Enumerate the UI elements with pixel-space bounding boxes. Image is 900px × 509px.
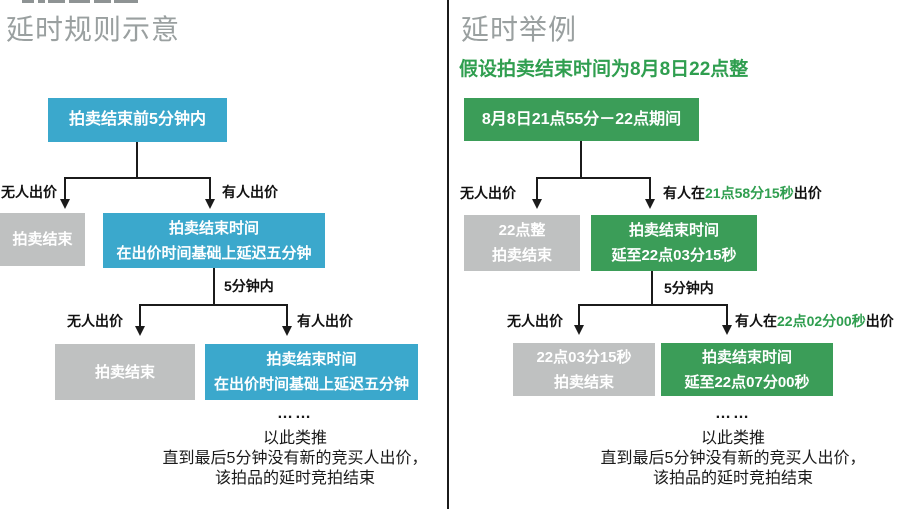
example-branch2-bid-label: 有人在22点02分00秒出价 bbox=[735, 313, 894, 330]
example-branch2-delay-line2: 延至22点07分00秒 bbox=[684, 373, 810, 391]
bid-label-suffix: 出价 bbox=[865, 313, 894, 329]
example-footer-line3: 该拍品的延时竞拍结束 bbox=[652, 470, 813, 487]
example-branch2-delay-box: 拍卖结束时间 延至22点07分00秒 bbox=[661, 343, 833, 396]
rule-branch2-delay-line2: 在出价时间基础上延迟五分钟 bbox=[213, 376, 409, 393]
rule-branch2-end-box-label: 拍卖结束 bbox=[94, 363, 155, 381]
example-branch1-delay-box: 拍卖结束时间 延至22点03分15秒 bbox=[591, 215, 757, 271]
right-panel-title: 延时举例 bbox=[461, 14, 578, 45]
rule-start-box-label: 拍卖结束前5分钟内 bbox=[69, 111, 206, 128]
example-interval-label: 5分钟内 bbox=[664, 280, 714, 296]
example-branch1-end-box: 22点整 拍卖结束 bbox=[464, 215, 580, 271]
example-branch1-end-line1: 22点整 bbox=[498, 222, 546, 239]
example-branch1-no-bid-label: 无人出价 bbox=[460, 185, 516, 201]
rule-branch2-delay-line1: 拍卖结束时间 bbox=[266, 351, 357, 368]
rule-footer-line3: 该拍品的延时竞拍结束 bbox=[214, 470, 375, 487]
example-branch2-end-line2: 拍卖结束 bbox=[553, 373, 614, 391]
example-branch2-end-box: 22点03分15秒 拍卖结束 bbox=[513, 343, 655, 396]
example-footer-line2: 直到最后5分钟没有新的竞买人出价， bbox=[600, 450, 866, 467]
example-footer-line1: 以此类推 bbox=[700, 430, 765, 447]
left-branch1-connector bbox=[60, 142, 215, 209]
example-branch2-delay-line1: 拍卖结束时间 bbox=[701, 348, 792, 366]
example-branch2-no-bid-label: 无人出价 bbox=[507, 313, 563, 329]
rule-branch2-delay-box: 拍卖结束时间 在出价时间基础上延迟五分钟 bbox=[205, 344, 418, 400]
right-branch2-connector bbox=[574, 267, 732, 335]
crop-artifact bbox=[22, 0, 138, 3]
right-branch1-connector bbox=[532, 141, 655, 209]
rule-branch1-end-box: 拍卖结束 bbox=[0, 213, 85, 266]
left-panel-title: 延时规则示意 bbox=[6, 14, 181, 45]
example-branch1-delay-line1: 拍卖结束时间 bbox=[628, 222, 719, 239]
example-footer: …… 以此类推 直到最后5分钟没有新的竞买人出价， 该拍品的延时竞拍结束 bbox=[533, 405, 900, 489]
rule-branch1-delay-line2: 在出价时间基础上延迟五分钟 bbox=[116, 244, 312, 262]
example-branch1-bid-label: 有人在21点58分15秒出价 bbox=[663, 185, 822, 202]
example-branch1-end-line2: 拍卖结束 bbox=[491, 247, 552, 264]
bid-time-highlight: 21点58分15秒 bbox=[705, 185, 794, 201]
example-branch2-end-line1: 22点03分15秒 bbox=[536, 348, 632, 366]
bid-label-suffix: 出价 bbox=[793, 185, 822, 201]
rule-branch1-bid-label: 有人出价 bbox=[222, 184, 278, 200]
bid-time-highlight: 22点02分00秒 bbox=[777, 313, 866, 329]
rule-footer: …… 以此类推 直到最后5分钟没有新的竞买人出价， 该拍品的延时竞拍结束 bbox=[95, 405, 495, 489]
example-start-box: 8月8日21点55分－22点期间 bbox=[464, 98, 699, 141]
example-start-box-label: 8月8日21点55分－22点期间 bbox=[481, 110, 682, 128]
example-subtitle: 假设拍卖结束时间为8月8日22点整 bbox=[459, 59, 749, 80]
rule-branch2-bid-label: 有人出价 bbox=[297, 313, 353, 329]
bid-label-prefix: 有人在 bbox=[663, 185, 705, 201]
bid-label-prefix: 有人在 bbox=[735, 313, 777, 329]
rule-branch2-no-bid-label: 无人出价 bbox=[67, 313, 123, 329]
example-footer-dots: …… bbox=[715, 405, 751, 422]
rule-footer-dots: …… bbox=[277, 405, 313, 422]
example-branch1-delay-line2: 延至22点03分15秒 bbox=[611, 247, 737, 264]
rule-branch2-end-box: 拍卖结束 bbox=[55, 344, 195, 400]
rule-start-box: 拍卖结束前5分钟内 bbox=[48, 98, 227, 142]
rule-branch1-delay-box: 拍卖结束时间 在出价时间基础上延迟五分钟 bbox=[103, 213, 325, 268]
rule-branch1-no-bid-label: 无人出价 bbox=[1, 184, 57, 200]
rule-footer-line1: 以此类推 bbox=[262, 430, 327, 447]
rule-branch1-delay-line1: 拍卖结束时间 bbox=[168, 219, 259, 237]
rule-footer-line2: 直到最后5分钟没有新的竞买人出价， bbox=[162, 450, 428, 467]
rule-branch1-end-box-label: 拍卖结束 bbox=[12, 231, 73, 248]
rule-interval-label: 5分钟内 bbox=[224, 278, 274, 294]
